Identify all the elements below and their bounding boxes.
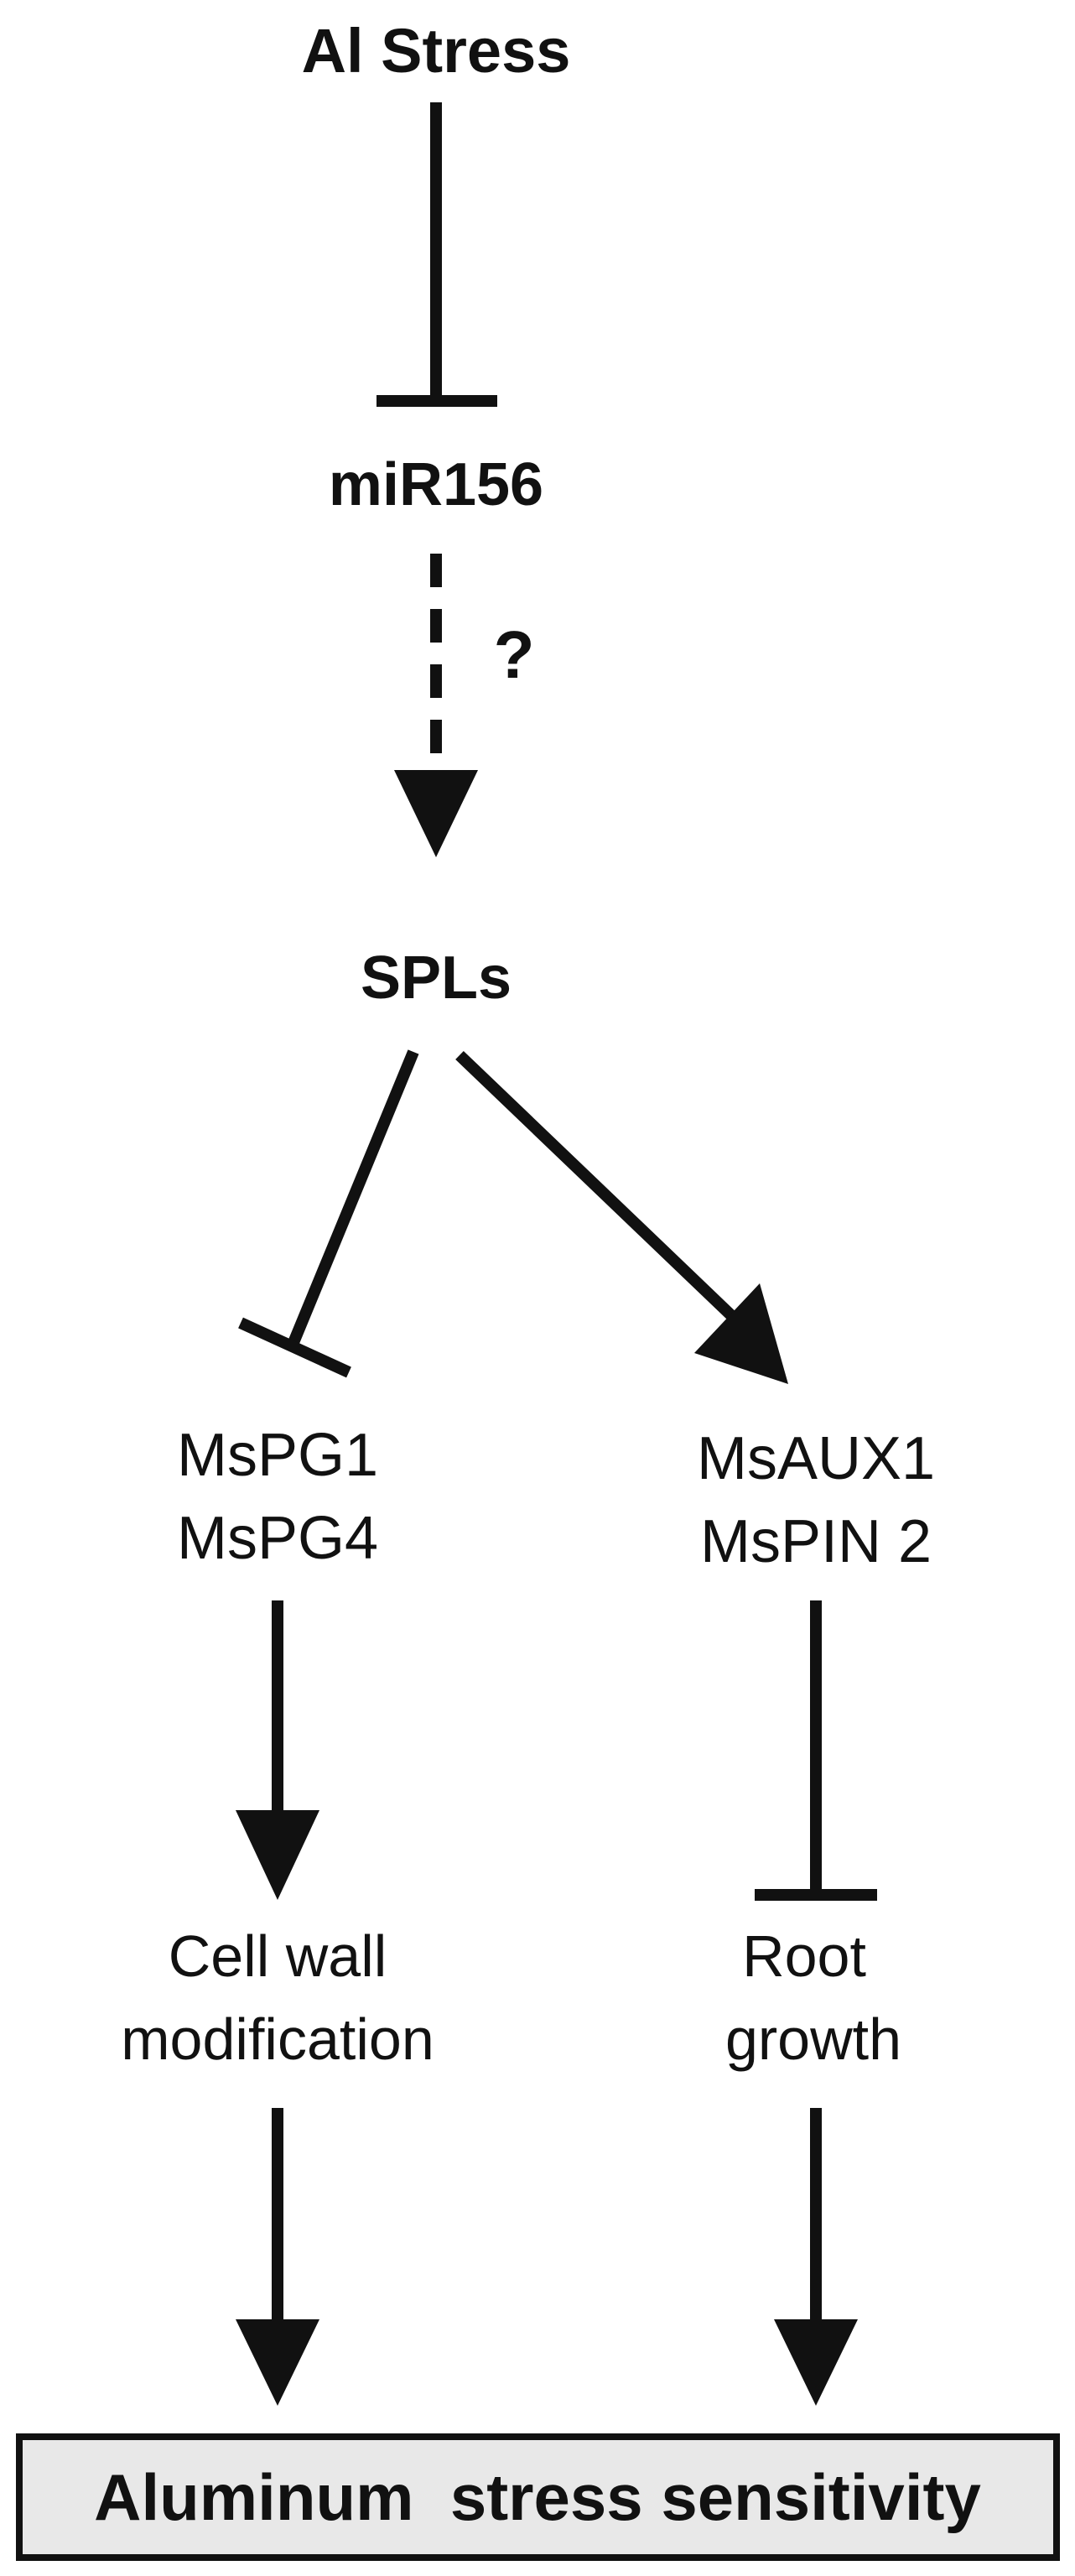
msaux1-label: MsAUX1 [697,1425,935,1492]
growth-label: growth [725,2006,901,2072]
mir156-label: miR156 [329,451,543,518]
mspin2-label: MsPIN 2 [700,1508,932,1575]
arrow-mspg-to-cell-wall [236,1600,319,1900]
arrowhead [236,1810,319,1900]
arrow-spls-to-msaux [455,1050,788,1384]
arrow-cell-wall-to-outcome [236,2108,319,2406]
inhibition-spls-to-mspg [238,1049,419,1378]
al-stress-label: Al Stress [302,16,571,86]
mspg1-label: MsPG1 [177,1422,378,1489]
inhibition-al-stress-to-mir156 [377,102,497,407]
arrowhead [236,2319,319,2406]
outcome-box [16,2433,1060,2561]
arrow-root-growth-to-outcome [774,2108,858,2406]
spls-label: SPLs [361,945,512,1012]
arrowhead [694,1283,788,1384]
putative-arrow-mir156-to-spls [394,554,478,857]
modification-label: modification [121,2006,434,2072]
inhibition-msaux-to-root-growth [755,1600,877,1901]
arrow-line [455,1050,738,1323]
inhibition-bar [238,1317,351,1378]
cell-wall-label: Cell wall [169,1923,387,1989]
arrowhead [394,770,478,857]
question-mark: ? [494,617,535,692]
root-label: Root [742,1923,866,1989]
inhibition-line [287,1049,419,1347]
arrowhead [774,2319,858,2406]
outcome-label: Aluminum stress sensitivity [94,2460,981,2534]
mspg4-label: MsPG4 [177,1505,378,1572]
